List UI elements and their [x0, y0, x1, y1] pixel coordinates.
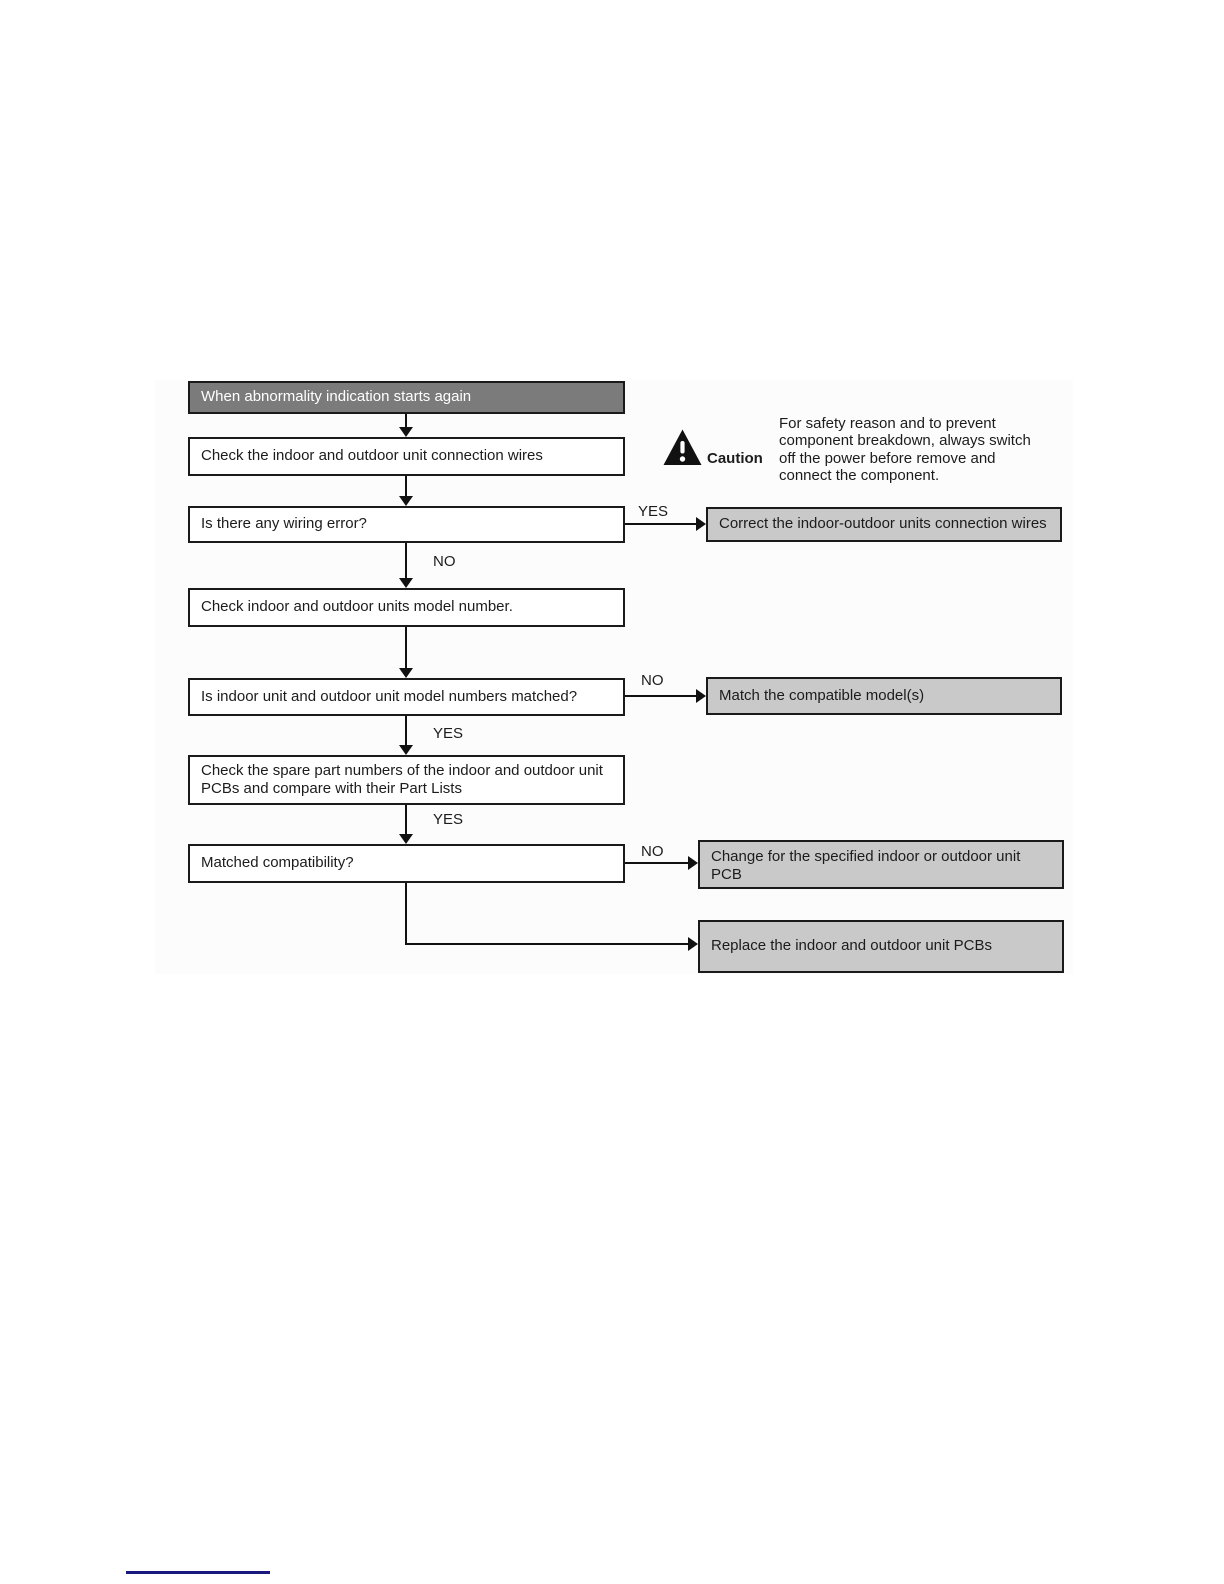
- flow-question-wiring-error: Is there any wiring error?: [188, 506, 625, 543]
- flow-step-check-spare-parts-label: Check the spare part numbers of the indo…: [201, 761, 603, 797]
- flow-question-matched-compatibility-label: Matched compatibility?: [201, 854, 354, 872]
- arrow-down-icon: [399, 427, 413, 437]
- connector-model-q-no: [625, 695, 696, 697]
- flow-action-change-pcb: Change for the specified indoor or outdo…: [698, 840, 1064, 889]
- arrow-down-icon: [399, 834, 413, 844]
- flow-action-correct-wires-label: Correct the indoor-outdoor units connect…: [719, 515, 1047, 533]
- flow-step-check-wires: Check the indoor and outdoor unit connec…: [188, 437, 625, 476]
- connector-wiring-q-no: [405, 543, 407, 579]
- connector-wiring-q-yes: [625, 523, 696, 525]
- flow-start-box: When abnormality indication starts again: [188, 381, 625, 414]
- arrow-right-icon: [688, 856, 698, 870]
- connector-check-model-to-model-q: [405, 627, 407, 669]
- arrow-down-icon: [399, 578, 413, 588]
- connector-start-to-check-wires: [405, 414, 407, 429]
- flow-action-replace-pcbs: Replace the indoor and outdoor unit PCBs: [698, 920, 1064, 973]
- connector-spare-parts-yes: [405, 805, 407, 835]
- flow-start-label: When abnormality indication starts again: [201, 388, 472, 406]
- flow-action-match-models-label: Match the compatible model(s): [719, 686, 925, 704]
- flow-action-change-pcb-label: Change for the specified indoor or outdo…: [711, 848, 1021, 884]
- flow-question-wiring-error-label: Is there any wiring error?: [201, 515, 367, 533]
- arrow-right-icon: [696, 517, 706, 531]
- arrow-right-icon: [696, 689, 706, 703]
- flow-question-matched-compatibility: Matched compatibility?: [188, 844, 625, 883]
- caution-text-line: connect the component.: [779, 467, 940, 484]
- caution-text-line: off the power before remove and: [779, 450, 996, 467]
- branch-label-no: NO: [641, 672, 664, 689]
- flow-question-model-matched-label: Is indoor unit and outdoor unit model nu…: [201, 687, 578, 705]
- flow-step-check-model-number-label: Check indoor and outdoor units model num…: [201, 598, 513, 616]
- caution-text-line: For safety reason and to prevent: [779, 415, 996, 432]
- flow-question-model-matched: Is indoor unit and outdoor unit model nu…: [188, 678, 625, 716]
- caution-warning-triangle-icon: [663, 429, 702, 465]
- connector-compat-q-down: [405, 883, 407, 945]
- connector-check-wires-to-wiring-q: [405, 476, 407, 497]
- connector-model-q-yes: [405, 716, 407, 746]
- branch-label-yes: YES: [638, 503, 669, 520]
- flow-step-check-spare-parts: Check the spare part numbers of the indo…: [188, 755, 625, 805]
- arrow-down-icon: [399, 496, 413, 506]
- flow-action-replace-pcbs-label: Replace the indoor and outdoor unit PCBs: [711, 937, 993, 955]
- arrow-down-icon: [399, 668, 413, 678]
- arrow-right-icon: [688, 937, 698, 951]
- branch-label-yes: YES: [433, 811, 464, 828]
- flow-action-correct-wires: Correct the indoor-outdoor units connect…: [706, 507, 1062, 542]
- caution-title: Caution: [707, 450, 763, 467]
- connector-compat-q-no: [625, 862, 688, 864]
- branch-label-no: NO: [641, 843, 664, 860]
- branch-label-no: NO: [433, 553, 456, 570]
- footer-link-rule: [126, 1571, 270, 1574]
- connector-compat-q-to-replace: [405, 943, 688, 945]
- flow-step-check-model-number: Check indoor and outdoor units model num…: [188, 588, 625, 627]
- arrow-down-icon: [399, 745, 413, 755]
- flow-action-match-models: Match the compatible model(s): [706, 677, 1062, 715]
- caution-text-line: component breakdown, always switch: [779, 432, 1031, 449]
- flow-step-check-wires-label: Check the indoor and outdoor unit connec…: [201, 447, 543, 465]
- branch-label-yes: YES: [433, 725, 464, 742]
